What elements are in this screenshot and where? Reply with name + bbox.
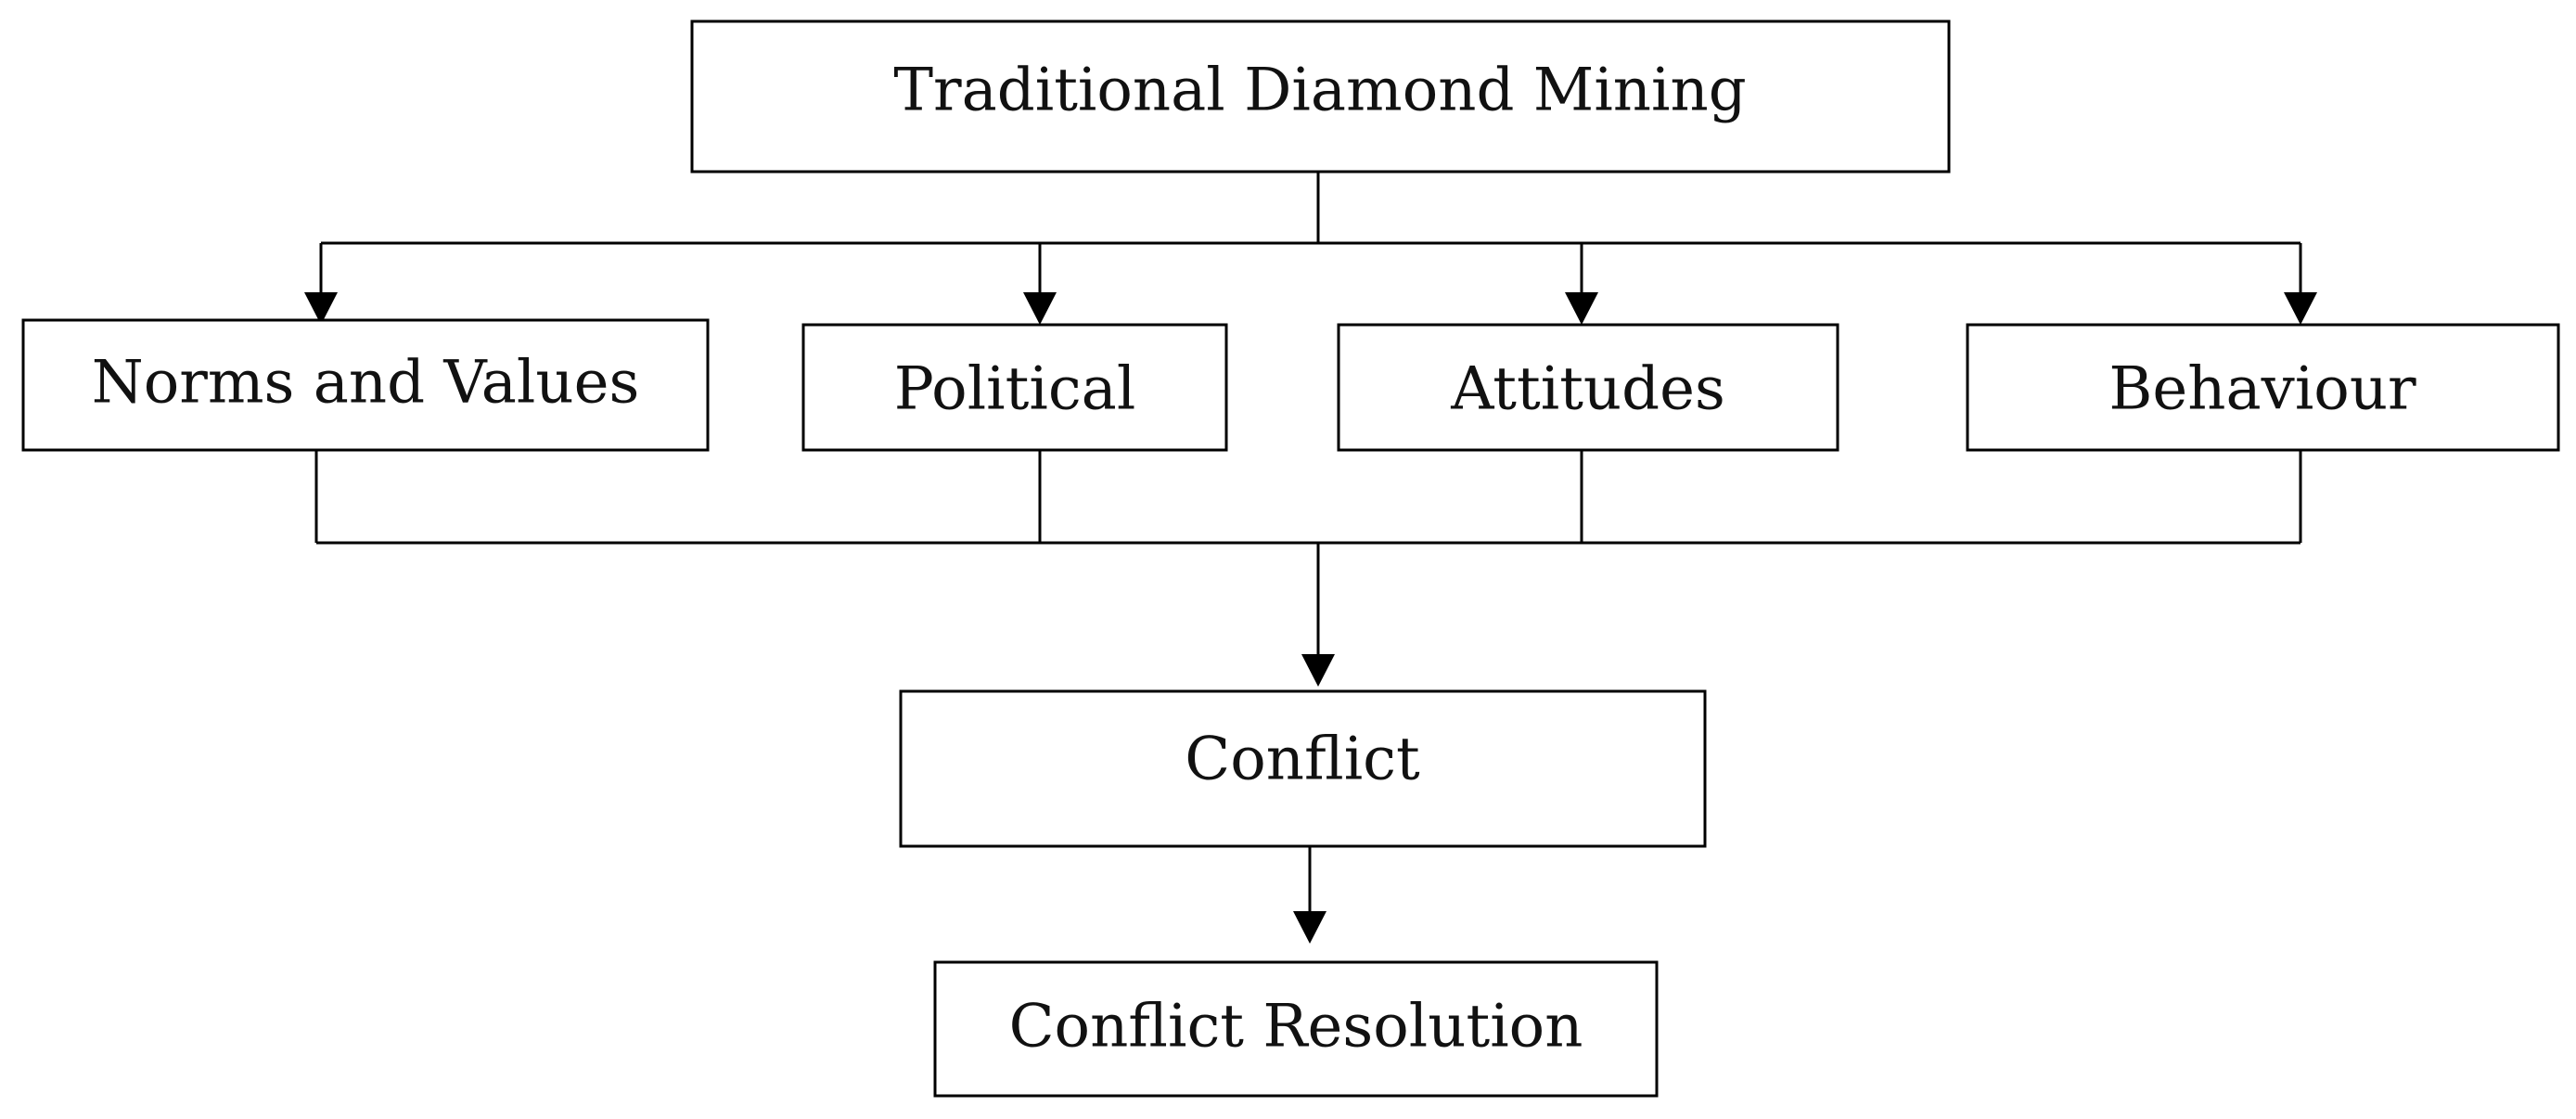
arrowhead-to-conflict [1301, 654, 1335, 687]
node-box-conflict-resolution [933, 960, 1659, 1098]
node-label-conflict-resolution: Conflict Resolution [1009, 993, 1583, 1061]
arrowhead-to-attitudes [1565, 292, 1598, 325]
node-label-traditional-diamond-mining: Traditional Diamond Mining [893, 57, 1746, 125]
node-box-attitudes [1337, 323, 1839, 452]
arrowhead-to-resolution [1293, 911, 1326, 944]
node-box-norms-and-values [21, 318, 710, 452]
node-label-norms-and-values: Norms and Values [92, 349, 640, 418]
node-attitudes: Attitudes [1337, 323, 1839, 452]
node-box-conflict [899, 689, 1707, 848]
node-political: Political [801, 323, 1228, 452]
node-box-traditional-diamond-mining [690, 19, 1951, 174]
node-behaviour: Behaviour [1966, 323, 2560, 452]
node-box-political [801, 323, 1228, 452]
connectors-group [304, 172, 2317, 944]
node-traditional-diamond-mining: Traditional Diamond Mining [690, 19, 1951, 174]
node-label-conflict: Conflict [1185, 726, 1420, 794]
node-label-political: Political [894, 355, 1136, 424]
node-conflict: Conflict [899, 689, 1707, 848]
node-box-behaviour [1966, 323, 2560, 452]
node-label-attitudes: Attitudes [1450, 355, 1725, 424]
node-label-behaviour: Behaviour [2108, 355, 2416, 424]
arrowhead-to-behaviour [2284, 292, 2317, 325]
node-norms-and-values: Norms and Values [21, 318, 710, 452]
node-conflict-resolution: Conflict Resolution [933, 960, 1659, 1098]
arrowhead-to-political [1023, 292, 1057, 325]
arrowhead-to-norms [304, 292, 338, 325]
